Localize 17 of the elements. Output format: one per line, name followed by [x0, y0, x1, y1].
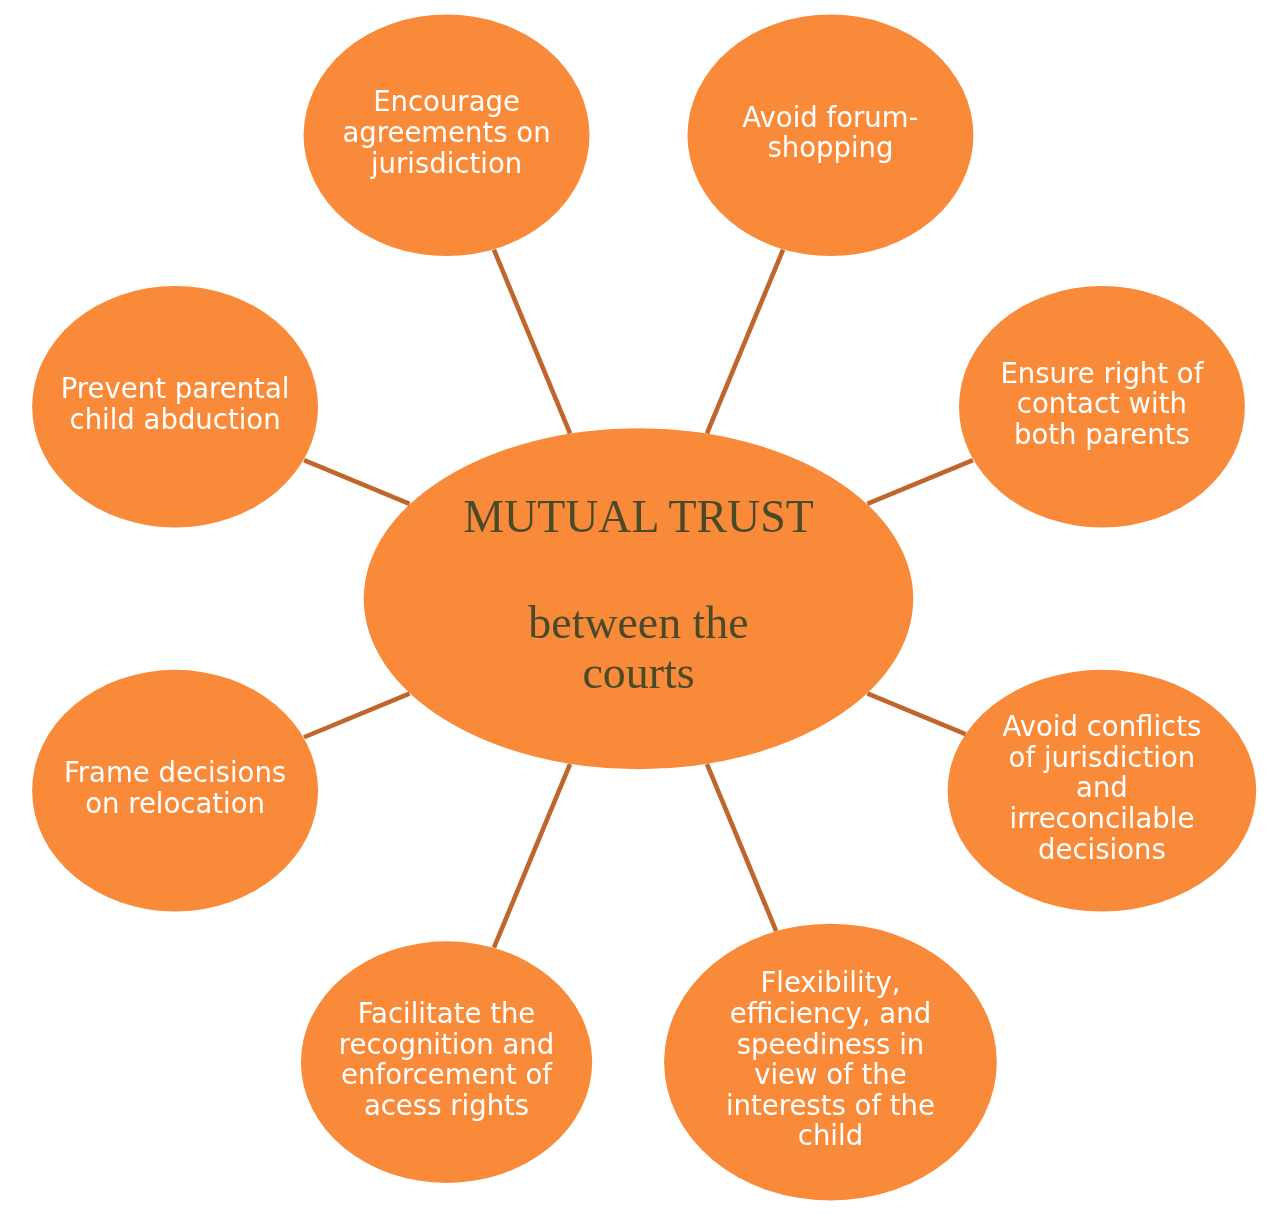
node-ellipse: Frame decisions on relocation — [32, 669, 319, 912]
connector — [303, 691, 411, 740]
connector — [866, 691, 967, 737]
node-ellipse: Flexibility, efficiency, and speediness in view of the interests of the child — [664, 923, 997, 1201]
node-ellipse: Ensure right of contact with both parents — [958, 285, 1245, 528]
node-ellipse: Encourage agreements on jurisdiction — [303, 14, 590, 257]
node-ellipse: Avoid forum-shopping — [687, 14, 974, 257]
node-ellipse: MUTUAL TRUST between the courts — [363, 428, 914, 770]
connector — [704, 763, 779, 932]
connector — [491, 248, 573, 435]
connector — [303, 458, 411, 506]
node-ellipse: Prevent parental child abduction — [32, 285, 319, 528]
node-ellipse: Facilitate the recognition and enforcement of acess rights — [300, 941, 593, 1183]
node-ellipse: Avoid conflicts of jurisdiction and irreconcilable decisions — [947, 669, 1257, 912]
connector — [491, 763, 573, 949]
connector — [866, 458, 974, 506]
connector — [704, 248, 786, 435]
